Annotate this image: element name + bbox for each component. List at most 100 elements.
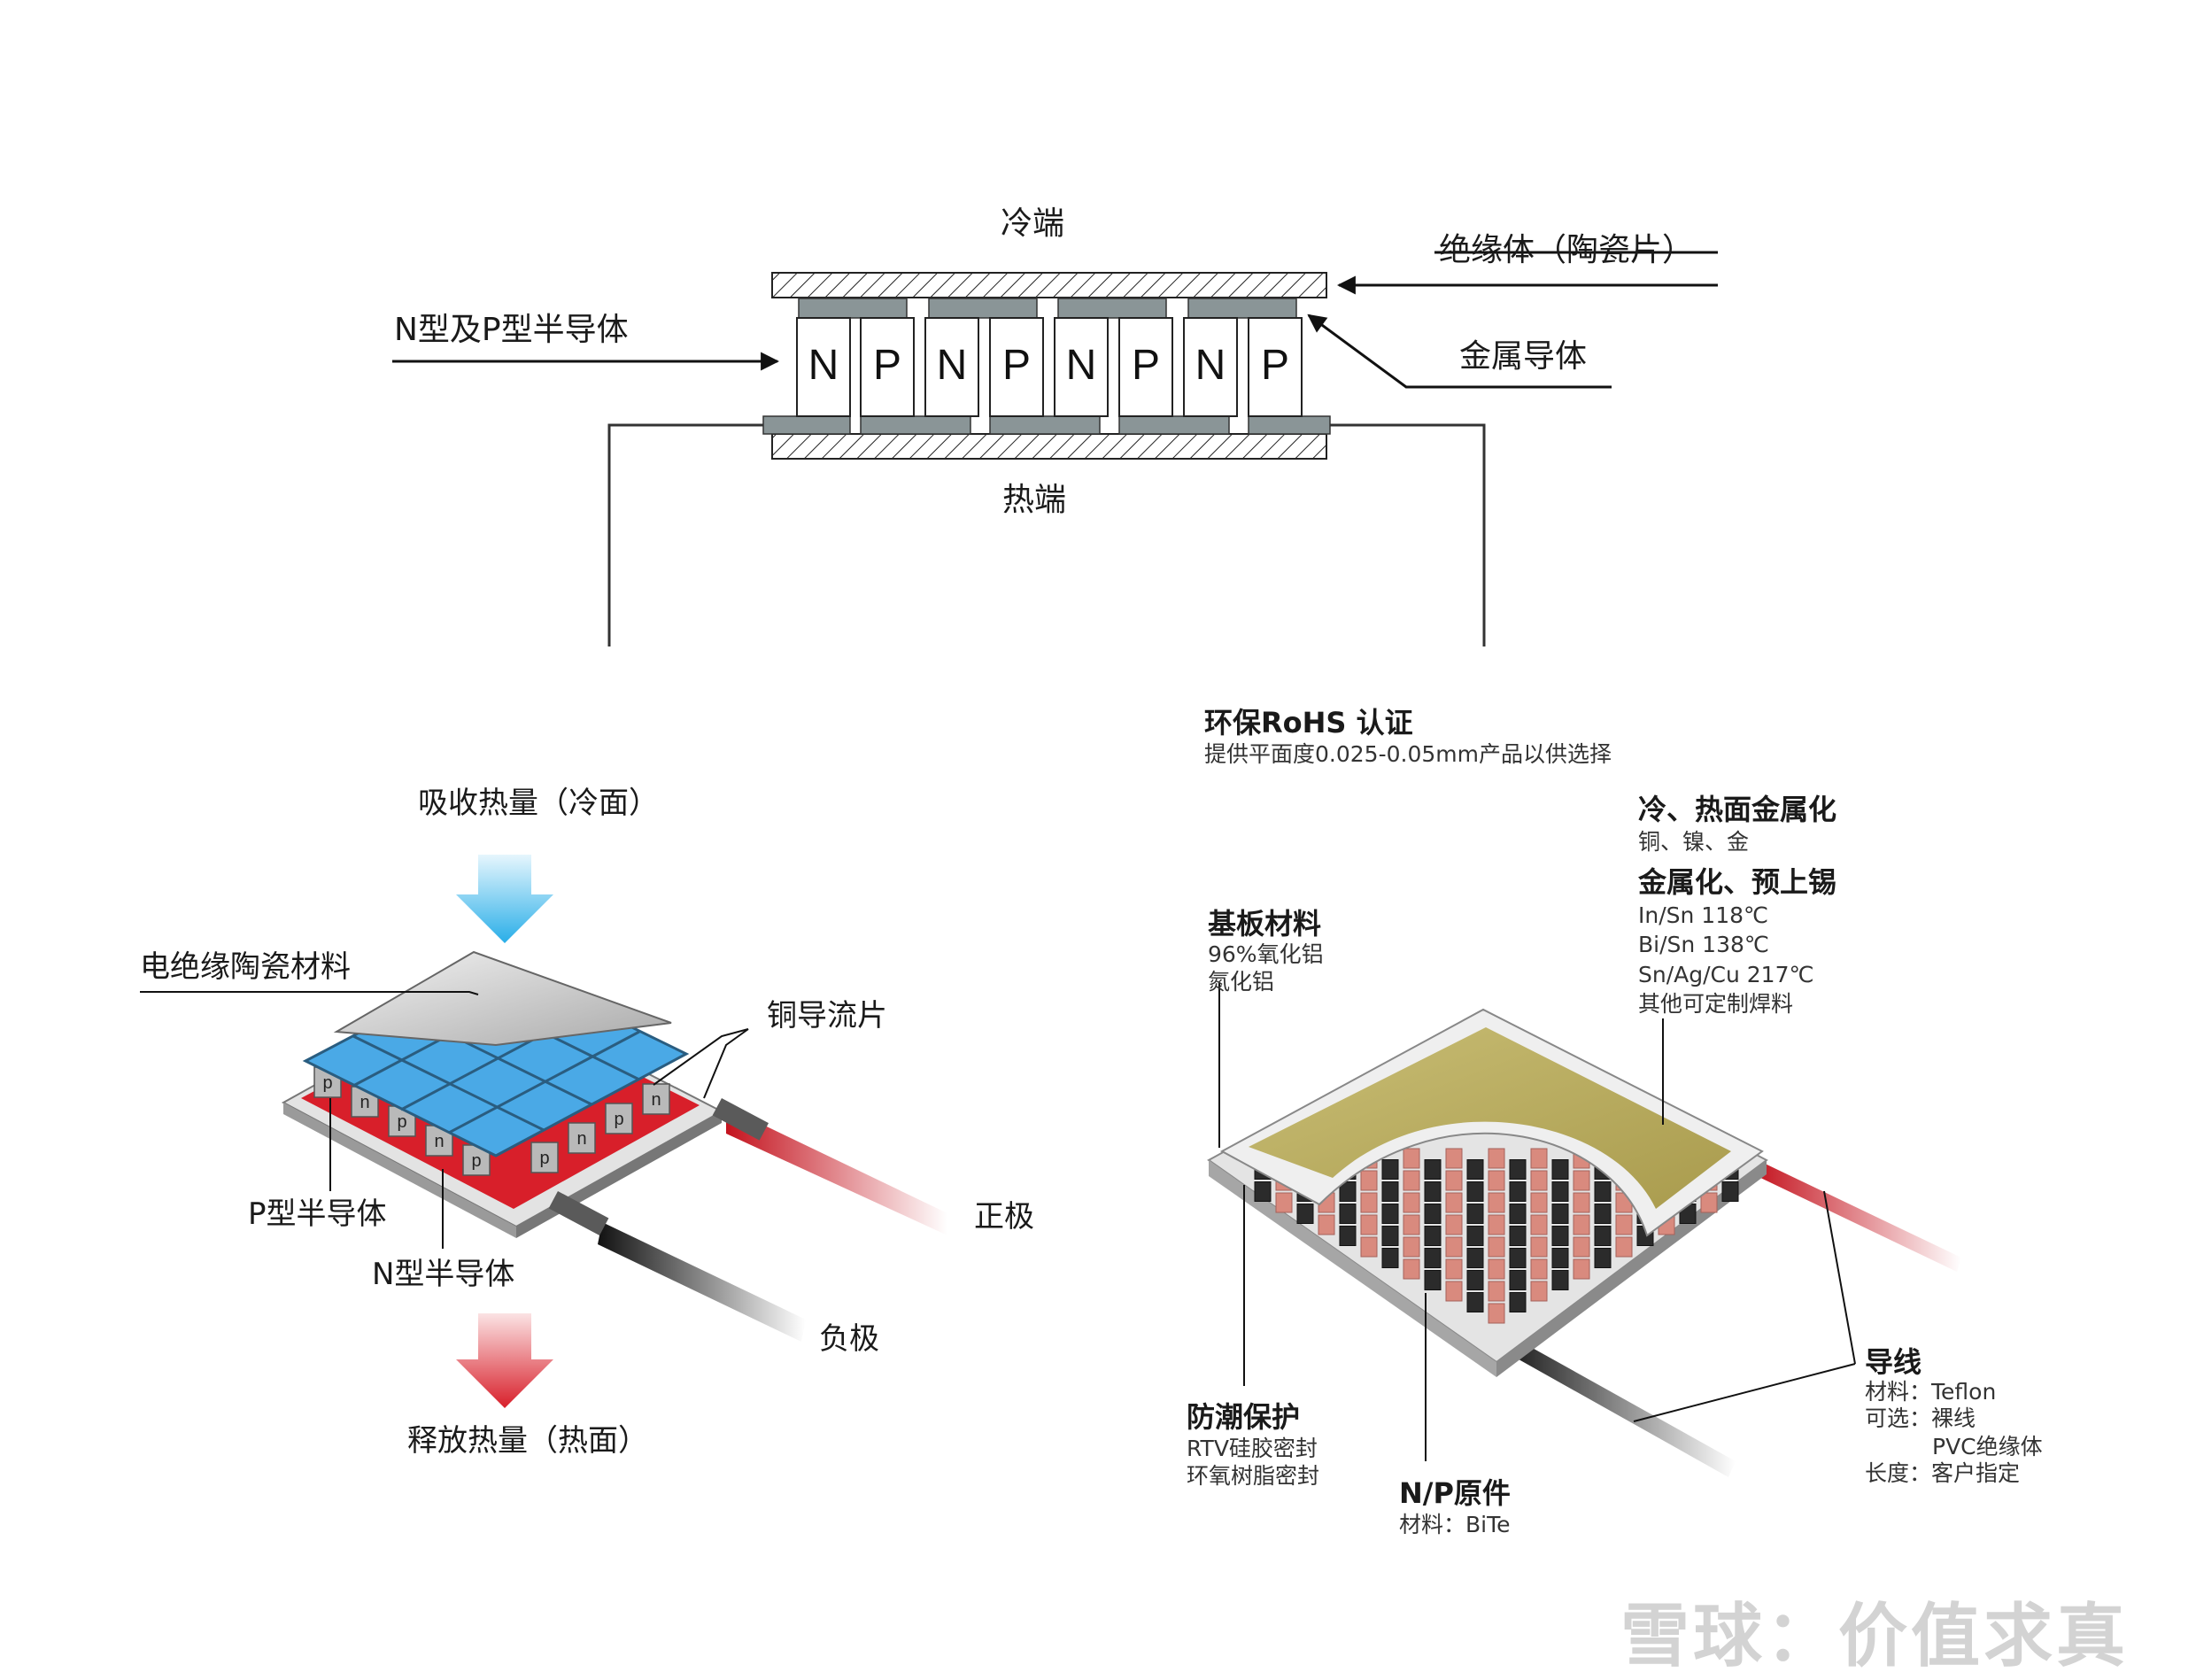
- top-ceramic-plate-lifted: [333, 950, 672, 1047]
- leg-label: N: [1066, 342, 1097, 389]
- wire-leader-2: [1633, 1363, 1856, 1422]
- watermark: 雪球：价值求真: [1620, 1597, 2130, 1676]
- right-pellet: [1488, 1214, 1505, 1235]
- right-pellet: [1594, 1204, 1612, 1224]
- copper-leader-2: [703, 1028, 749, 1099]
- substrate-line-2: 氮化铝: [1208, 969, 1275, 995]
- np-title: N/P原件: [1399, 1476, 1511, 1510]
- right-pellet: [1488, 1303, 1505, 1324]
- ceramic-leader: [140, 991, 479, 995]
- right-pellet: [1360, 1214, 1378, 1235]
- top-ceramic-plate: [771, 272, 1327, 298]
- right-pellet: [1551, 1270, 1569, 1290]
- cold-arrow-icon: [456, 855, 553, 943]
- right-pellet: [1339, 1204, 1357, 1224]
- semiconductor-label: N型及P型半导体: [394, 312, 629, 348]
- right-pellet: [1360, 1170, 1378, 1191]
- rohs-subtitle: 提供平面度0.025-0.05mm产品以供选择: [1204, 741, 1612, 767]
- right-pellet: [1466, 1248, 1484, 1268]
- wire-line-2: 可选：裸线: [1865, 1405, 1976, 1431]
- leg-label: N: [1195, 342, 1226, 389]
- metal-conductor-arrow: [1307, 314, 1612, 389]
- right-pellet: [1318, 1214, 1335, 1235]
- right-pellet: [1488, 1258, 1505, 1280]
- right-base-edge-right: [1496, 1160, 1767, 1377]
- right-pellet: [1615, 1236, 1633, 1258]
- right-pellet: [1254, 1181, 1272, 1202]
- right-pellet: [1445, 1148, 1463, 1169]
- right-pellet: [1700, 1192, 1718, 1213]
- right-pellet: [1403, 1214, 1420, 1235]
- right-pellet: [1296, 1204, 1314, 1224]
- gold-metallized-face: [1249, 1027, 1731, 1209]
- leg-label: N: [937, 342, 968, 389]
- right-pellet: [1530, 1281, 1548, 1302]
- right-pellet: [1381, 1248, 1399, 1268]
- tin-line-1: In/Sn 118℃: [1638, 902, 1769, 928]
- right-pellet: [1424, 1226, 1442, 1246]
- right-pellet: [1551, 1204, 1569, 1224]
- right-pellet: [1339, 1226, 1357, 1246]
- right-pellet: [1403, 1148, 1420, 1169]
- right-pellet: [1445, 1214, 1463, 1235]
- leg-n-6: N: [1183, 317, 1238, 417]
- wire-line-3: PVC绝缘体: [1932, 1434, 2043, 1459]
- right-pellet: [1275, 1192, 1293, 1213]
- right-pellet: [1466, 1204, 1484, 1224]
- p-type-label: P型半导体: [248, 1196, 387, 1232]
- leg-n-2: N: [924, 317, 979, 417]
- right-pellet: [1403, 1170, 1420, 1191]
- right-pellet: [1594, 1181, 1612, 1202]
- right-pellet: [1424, 1270, 1442, 1290]
- hot-end-label: 热端: [1002, 482, 1067, 518]
- wire-line-1: 材料：Teflon: [1865, 1379, 1997, 1405]
- pellet-letter: n: [360, 1093, 369, 1112]
- right-pellet: [1466, 1159, 1484, 1180]
- wire-title: 导线: [1865, 1345, 1922, 1379]
- right-base-edge-left: [1209, 1160, 1496, 1377]
- right-pellet: [1509, 1248, 1527, 1268]
- pellet-letter: p: [397, 1112, 406, 1132]
- right-pellet: [1573, 1258, 1590, 1280]
- pellet-6: n: [568, 1122, 596, 1154]
- positive-tab: [712, 1098, 769, 1141]
- right-pellet: [1381, 1204, 1399, 1224]
- copper-label: 铜导流片: [767, 998, 887, 1034]
- right-pellet: [1466, 1292, 1484, 1312]
- leg-n-0: N: [796, 317, 851, 417]
- pellet-8: n: [642, 1083, 670, 1115]
- negative-tab: [548, 1191, 609, 1235]
- right-pellet: [1509, 1292, 1527, 1312]
- right-pellet: [1530, 1170, 1548, 1191]
- leg-label: P: [1261, 342, 1289, 389]
- right-pellet: [1360, 1236, 1378, 1258]
- right-pellet: [1424, 1181, 1442, 1202]
- wire-leader-1: [1823, 1190, 1856, 1365]
- right-pellet: [1381, 1159, 1399, 1180]
- absorb-heat-label: 吸收热量（冷面）: [418, 786, 659, 821]
- right-pellet: [1573, 1236, 1590, 1258]
- right-pellet: [1530, 1258, 1548, 1280]
- right-pellet: [1424, 1204, 1442, 1224]
- wire-line-4: 长度：客户指定: [1865, 1460, 2021, 1486]
- right-pellet: [1573, 1214, 1590, 1235]
- release-heat-label: 释放热量（热面）: [407, 1423, 648, 1459]
- leg-p-7: P: [1248, 317, 1303, 417]
- pellet-letter: p: [614, 1110, 623, 1129]
- substrate-line-1: 96%氧化铝: [1208, 941, 1324, 967]
- right-pellet: [1403, 1192, 1420, 1213]
- leg-p-3: P: [989, 317, 1044, 417]
- metallize-title: 冷、热面金属化: [1638, 793, 1837, 826]
- pellet-7: p: [605, 1103, 633, 1134]
- right-black-wire: [1498, 1333, 1736, 1477]
- insulator-label: 绝缘体（陶瓷片）: [1439, 232, 1695, 268]
- right-pellet: [1509, 1226, 1527, 1246]
- right-pellet: [1445, 1236, 1463, 1258]
- positive-wire: [726, 1107, 947, 1235]
- leg-label: N: [808, 342, 839, 389]
- circuit-wire-left: [607, 423, 763, 646]
